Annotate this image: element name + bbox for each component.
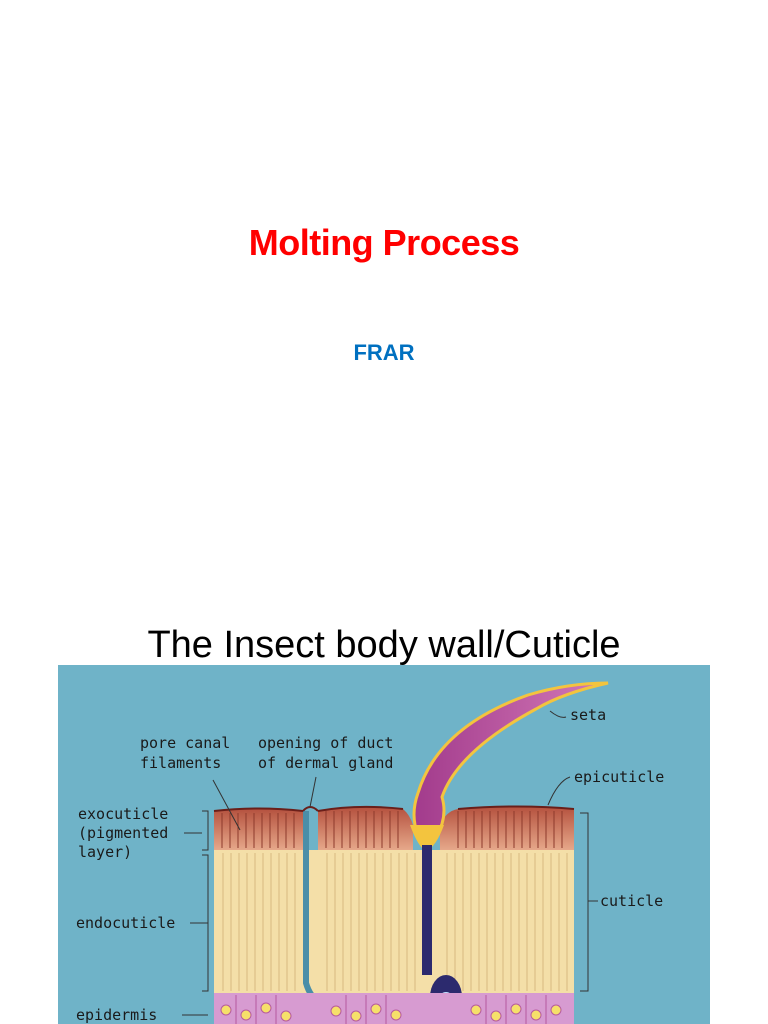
seta-socket (410, 825, 444, 851)
body-wall-diagram: pore canal filaments opening of duct of … (58, 665, 710, 1024)
epicuticle-surface (213, 805, 575, 812)
label-pigmented: (pigmented (78, 824, 168, 842)
epidermis-nuclei (220, 1002, 562, 1022)
label-epidermis: epidermis (76, 1006, 157, 1024)
slide-subtitle: FRAR (353, 340, 415, 365)
label-layer: layer) (78, 843, 132, 861)
label-seta: seta (570, 706, 606, 724)
diagram-heading: The Insect body wall/Cuticle (147, 624, 621, 666)
label-filaments: filaments (140, 754, 221, 772)
seta-nerve (422, 845, 432, 975)
endocuticle-layer (214, 850, 574, 993)
leader-lines (182, 710, 598, 1016)
label-opening-duct: opening of duct (258, 734, 393, 752)
endocuticle-lines (222, 853, 568, 991)
label-dermal-gland: of dermal gland (258, 754, 393, 772)
body-wall-svg: pore canal filaments opening of duct of … (58, 665, 710, 1024)
label-cuticle: cuticle (600, 892, 663, 910)
slide-title: Molting Process (248, 222, 520, 263)
seta-hair (412, 681, 609, 839)
exocuticle-left (214, 809, 303, 850)
exocuticle-lines (221, 811, 563, 848)
epidermis-cell-borders (235, 995, 547, 1024)
label-exocuticle: exocuticle (78, 805, 168, 823)
label-epicuticle: epicuticle (574, 768, 664, 786)
label-pore-canal: pore canal (140, 734, 230, 752)
label-endocuticle: endocuticle (76, 914, 175, 932)
